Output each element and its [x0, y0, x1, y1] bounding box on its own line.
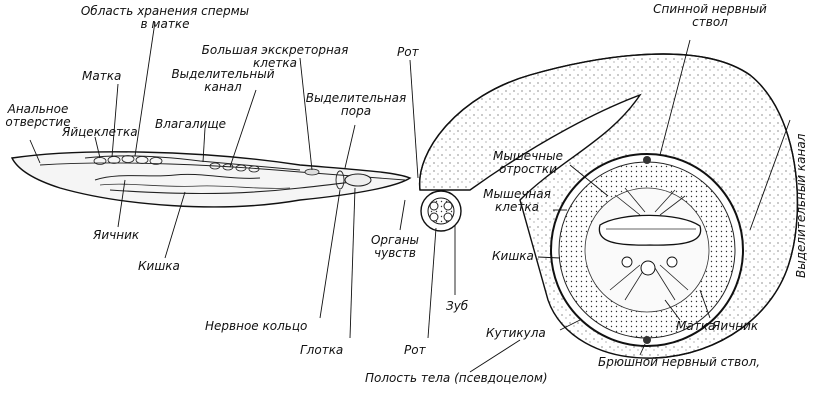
- label-dorsal-nerve-line1: Спинной нервный: [653, 2, 767, 16]
- label-excretory-canal-left-line2: канал: [204, 80, 242, 94]
- worm-longitudinal: [10, 151, 412, 208]
- label-sense-organs-line1: Органы: [370, 233, 420, 247]
- label-dorsal-nerve-line2: ствол: [692, 15, 728, 29]
- label-big-excretory-cell-line2: клетка: [253, 56, 297, 70]
- label-excretory-canal-right: Выделительный канал: [794, 133, 808, 278]
- label-uterus-right: Матка: [676, 319, 716, 333]
- label-uterus-left: Матка: [82, 69, 122, 83]
- label-sense-organs-line2: чувств: [374, 246, 416, 260]
- label-ovary-left: Яичник: [93, 228, 140, 242]
- label-mouth-bottom: Рот: [404, 343, 426, 357]
- label-anus: Анальное отверстие: [2, 103, 74, 129]
- label-anus-line1: Анальное: [7, 102, 69, 116]
- label-excretory-canal-left: Выделительный канал: [168, 68, 278, 94]
- label-sperm-storage: Область хранения спермы в матке: [70, 5, 260, 31]
- label-ventral-nerve: Брюшной нервный ствол,: [598, 355, 761, 369]
- label-ovary-right: Яичник: [712, 319, 759, 333]
- label-dorsal-nerve: Спинной нервный ствол: [640, 3, 780, 29]
- leader-lines: [29, 21, 791, 373]
- label-muscle-processes-line1: Мышечные: [493, 149, 563, 163]
- label-egg-cell: Яйцеклетка: [62, 125, 138, 139]
- worm-cross-section-figure: [418, 53, 799, 359]
- label-intestine-left: Кишка: [138, 259, 180, 273]
- label-pharynx: Глотка: [300, 343, 344, 357]
- label-excretory-pore: Выделительная пора: [300, 92, 412, 118]
- label-big-excretory-cell: Большая экскреторная клетка: [190, 44, 360, 70]
- label-muscle-cell: Мышечная клетка: [477, 188, 557, 214]
- label-tooth: Зуб: [446, 299, 469, 313]
- label-big-excretory-cell-line1: Большая экскреторная: [201, 43, 349, 57]
- label-excretory-pore-line2: пора: [340, 104, 372, 118]
- label-body-cavity: Полость тела (псевдоцелом): [365, 371, 548, 385]
- label-muscle-processes: Мышечные отростки: [487, 150, 569, 176]
- label-sense-organs: Органы чувств: [366, 234, 424, 260]
- label-excretory-canal-left-line1: Выделительный: [171, 67, 275, 81]
- label-anus-line2: отверстие: [5, 115, 71, 129]
- label-sperm-storage-line2: в матке: [140, 17, 190, 31]
- label-intestine-right: Кишка: [492, 249, 534, 263]
- label-sperm-storage-line1: Область хранения спермы: [80, 4, 250, 18]
- label-muscle-processes-line2: отростки: [499, 162, 557, 176]
- label-mouth-top: Рот: [397, 45, 419, 59]
- label-excretory-pore-line1: Выделительная: [305, 91, 407, 105]
- label-vagina: Влагалище: [155, 117, 227, 131]
- label-muscle-cell-line2: клетка: [495, 200, 539, 214]
- label-cuticle: Кутикула: [486, 326, 546, 340]
- label-muscle-cell-line1: Мышечная: [483, 187, 551, 201]
- label-nerve-ring: Нервное кольцо: [205, 319, 308, 333]
